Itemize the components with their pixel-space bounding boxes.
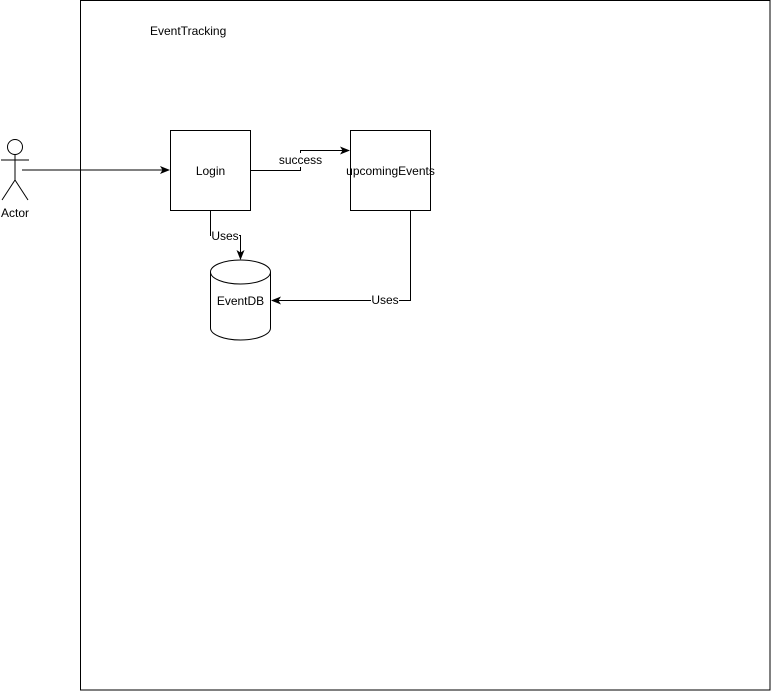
edge-login-to-db-label: Uses xyxy=(211,229,238,243)
edge-login-to-db-label-bg xyxy=(211,229,239,242)
actor-label: Actor xyxy=(1,206,29,220)
edge-upcoming-to-db-label: Uses xyxy=(371,293,398,307)
actor-left-leg xyxy=(1,179,16,201)
edge-login-to-upcoming-label-bg xyxy=(278,153,323,167)
event-db-top xyxy=(210,259,271,285)
login-node[interactable] xyxy=(170,130,251,211)
system-boundary[interactable] xyxy=(80,0,771,691)
event-db-node[interactable] xyxy=(210,259,271,341)
actor[interactable] xyxy=(1,139,29,201)
edge-login-to-upcoming-label: success xyxy=(279,153,322,167)
upcoming-events-label: upcomingEvents xyxy=(346,164,435,178)
system-title: EventTracking xyxy=(150,24,226,38)
login-label: Login xyxy=(196,164,225,178)
actor-head xyxy=(7,139,23,155)
event-db-body xyxy=(210,272,271,341)
actor-right-leg xyxy=(14,179,29,201)
upcoming-events-node[interactable] xyxy=(350,130,431,211)
edge-upcoming-to-db-label-bg xyxy=(371,294,399,307)
edge-upcoming-to-db[interactable] xyxy=(271,210,411,305)
event-db-label: EventDB xyxy=(217,294,264,308)
